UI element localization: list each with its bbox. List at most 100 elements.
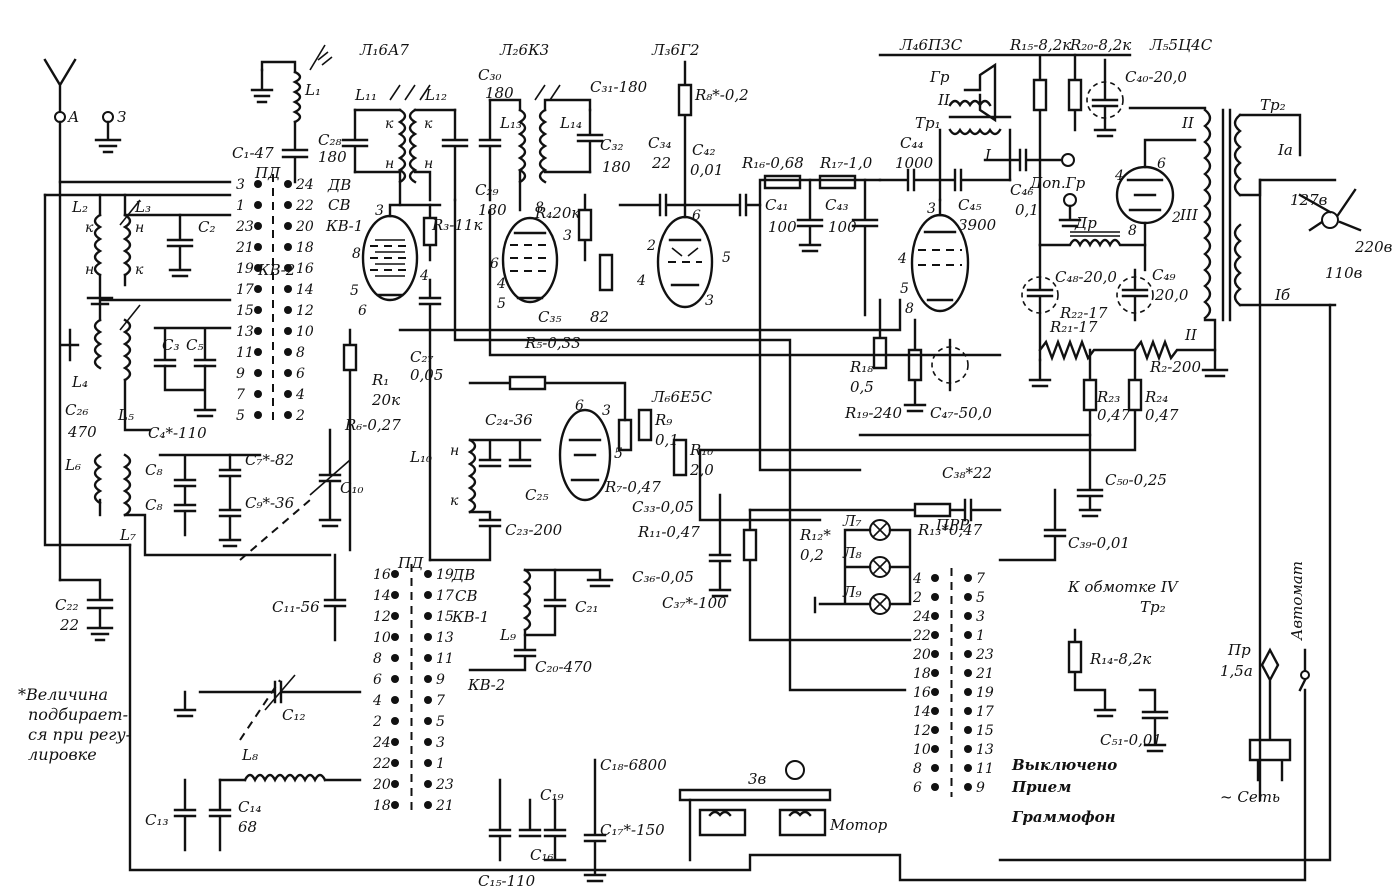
switch-pin-label: 22 xyxy=(372,756,391,772)
automat-label: Автомат xyxy=(1288,561,1306,641)
switch-contact xyxy=(254,369,262,377)
c38-label: C₃₈*22 xyxy=(942,464,992,482)
tr2-winding-ia: Iа xyxy=(1277,141,1293,159)
switch-pin-label: 17 xyxy=(976,704,994,720)
r24-label: R₂₄ xyxy=(1144,388,1168,406)
c11-label: C₁₁-56 xyxy=(272,598,320,616)
switch-contact xyxy=(424,654,432,662)
switch-contact xyxy=(964,574,972,582)
lamp-l9-label: Л₉ xyxy=(842,583,862,601)
switch-contact xyxy=(931,669,939,677)
switch-contact xyxy=(964,688,972,696)
speaker-label: Гр xyxy=(929,68,950,86)
switch-pin-label: 10 xyxy=(373,630,391,646)
c15-label: C₁₅-110 xyxy=(478,872,536,890)
c22-label: C₂₂ xyxy=(55,596,79,614)
c32-label: C₃₂ xyxy=(600,136,624,154)
r23-label: R₂₃ xyxy=(1096,388,1120,406)
lamp-l7-label: Л₇ xyxy=(842,512,862,530)
switch-pin-label: 20 xyxy=(372,777,391,793)
tube-l6-6e5s-tuning-indicator xyxy=(558,408,612,502)
switch-contact xyxy=(964,631,972,639)
switch-contact xyxy=(254,348,262,356)
c51-label: C₅₁-0,01 xyxy=(1100,731,1162,749)
switch-contact xyxy=(931,650,939,658)
r22-label: R₂₂-17 xyxy=(1059,304,1108,322)
switch-contact xyxy=(254,264,262,272)
l1-pin-3: 3 xyxy=(375,203,384,219)
switch-pin-label: 4 xyxy=(372,693,382,709)
c42-label: C₄₂ xyxy=(692,141,716,159)
sw-upper-dv-label: ДВ xyxy=(327,176,351,194)
l6-pin-5: 5 xyxy=(614,446,623,462)
l5-pin-8: 8 xyxy=(1128,223,1137,239)
switch-pin-label: 12 xyxy=(913,723,931,739)
l9-label: L₉ xyxy=(499,626,516,644)
note-line-1: *Величина xyxy=(18,685,108,704)
r5-label: R₅-0,33 xyxy=(524,334,581,352)
pilot-lamps xyxy=(813,519,912,615)
switch-contact xyxy=(424,591,432,599)
switch-pin-label: 7 xyxy=(236,387,245,403)
switch-contact xyxy=(254,243,262,251)
tube-l4-6p3s xyxy=(910,198,970,313)
l11-n-mark: н xyxy=(385,156,394,172)
c28-value: 180 xyxy=(318,148,347,166)
c1-label: C₁-47 xyxy=(232,144,274,162)
l2-n-mark: н xyxy=(85,262,94,278)
ppr-label: ПРР xyxy=(935,516,970,534)
tube-l4-label: Л₄6П3С xyxy=(899,36,963,54)
l5-label: L₅ xyxy=(117,406,134,424)
r10-value: 2,0 xyxy=(689,461,714,479)
switch-contact xyxy=(424,633,432,641)
r6-label: R₆-0,27 xyxy=(344,416,401,434)
l2-pin-6: 6 xyxy=(490,256,499,272)
l3-pin-6: 6 xyxy=(692,208,701,224)
r14-label: R₁₄-8,2к xyxy=(1089,650,1151,668)
switch-contact xyxy=(964,783,972,791)
switch-pin-label: 16 xyxy=(373,567,391,583)
l2-pin-5: 5 xyxy=(497,296,506,312)
l5-pin-2: 2 xyxy=(1171,210,1181,226)
l3-k-mark: к xyxy=(135,262,144,278)
l4-label: L₄ xyxy=(71,373,88,391)
switch-contact xyxy=(931,707,939,715)
l10-coil xyxy=(428,438,542,562)
c49-label: C₄₉ xyxy=(1152,266,1176,284)
c31-label: C₃₁-180 xyxy=(590,78,648,96)
c29-value: 180 xyxy=(478,201,507,219)
c50-label: C₅₀-0,25 xyxy=(1105,471,1167,489)
lamp-l8-label: Л₈ xyxy=(842,544,862,562)
switch-contact xyxy=(424,738,432,746)
mode-phono-label: Граммофон xyxy=(1011,808,1116,826)
c14-label: C₁₄ xyxy=(238,798,262,816)
switch-contact xyxy=(931,764,939,772)
tr1-label: Тр₁ xyxy=(915,114,941,132)
switch-contact xyxy=(391,591,399,599)
c16-label: C₁₆ xyxy=(530,846,554,864)
l8-label: L₈ xyxy=(241,746,258,764)
voltage-selector[interactable] xyxy=(1298,188,1362,232)
l10-k-mark: к xyxy=(450,493,459,509)
switch-pin-label: 9 xyxy=(976,780,985,796)
c27-label: C₂₇ xyxy=(410,348,434,366)
c12-label: C₁₂ xyxy=(282,706,306,724)
switch-pin-label: 13 xyxy=(976,742,994,758)
switch-pin-label: 6 xyxy=(373,672,382,688)
switch-contact xyxy=(391,612,399,620)
c4-label: C₄*-110 xyxy=(148,424,207,442)
to-winding-label: К обмотке IV xyxy=(1067,578,1180,596)
c29-label: C₂₉ xyxy=(475,181,499,199)
c43-label: C₄₃ xyxy=(825,196,849,214)
switch-pin-label: 18 xyxy=(913,666,931,682)
switch-contact xyxy=(424,612,432,620)
c2-label: C₂ xyxy=(198,218,216,236)
switch-pin-label: 18 xyxy=(373,798,391,814)
l1-pin-5: 5 xyxy=(350,283,359,299)
switch-pin-label: 2 xyxy=(295,408,305,424)
switch-contact xyxy=(254,222,262,230)
switch-pin-label: 15 xyxy=(436,609,454,625)
